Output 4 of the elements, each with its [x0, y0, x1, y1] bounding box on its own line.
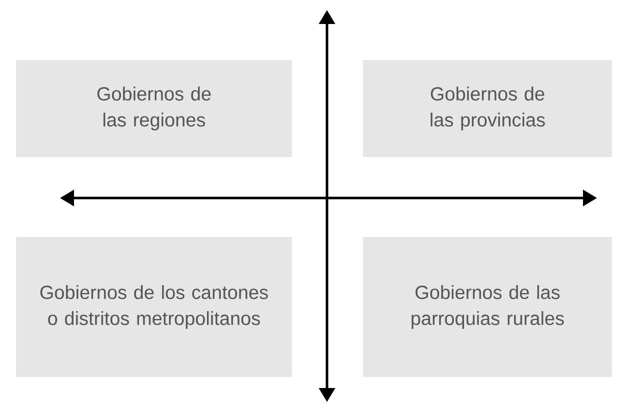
text-box: Gobiernos de las provincias — [363, 60, 612, 157]
text-box: Gobiernos de las parroquias rurales — [363, 237, 612, 377]
text-box: Gobiernos de los cantones o distritos metropolitanos — [16, 237, 292, 377]
text-box: Gobiernos de las regiones — [16, 60, 292, 157]
